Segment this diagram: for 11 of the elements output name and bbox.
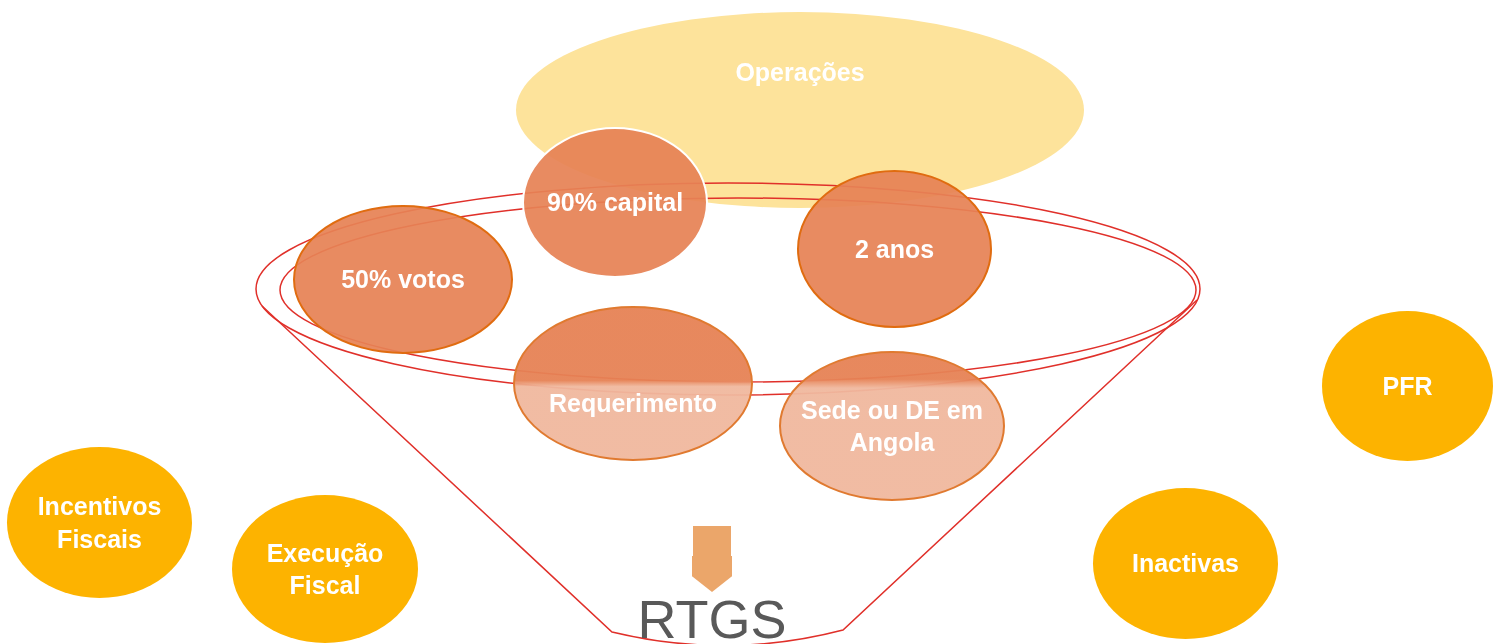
circle-label: 90% capital (546, 187, 684, 219)
circle-label: Inactivas (1132, 548, 1239, 580)
circle-label: Execução Fiscal (265, 537, 385, 601)
circle-label: Incentivos Fiscais (36, 491, 163, 555)
circle-label: Operações (735, 57, 865, 88)
circle-label: Requerimento (548, 388, 718, 420)
circle-label: 50% votos (341, 264, 465, 296)
circle-label: Sede ou DE em Angola (800, 394, 984, 458)
circle-label: 2 anos (854, 233, 935, 265)
result-text: RTGS (637, 592, 787, 644)
circle-label: PFR (1382, 370, 1433, 402)
